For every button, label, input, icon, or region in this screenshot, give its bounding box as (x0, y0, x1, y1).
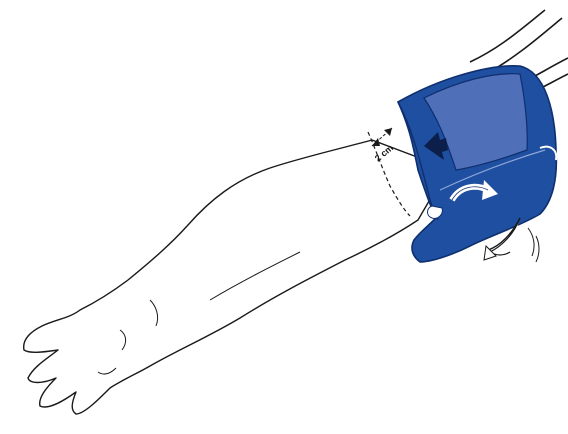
cuff-tab (428, 206, 443, 218)
blood-pressure-cuff (398, 66, 556, 262)
arm (24, 140, 432, 414)
